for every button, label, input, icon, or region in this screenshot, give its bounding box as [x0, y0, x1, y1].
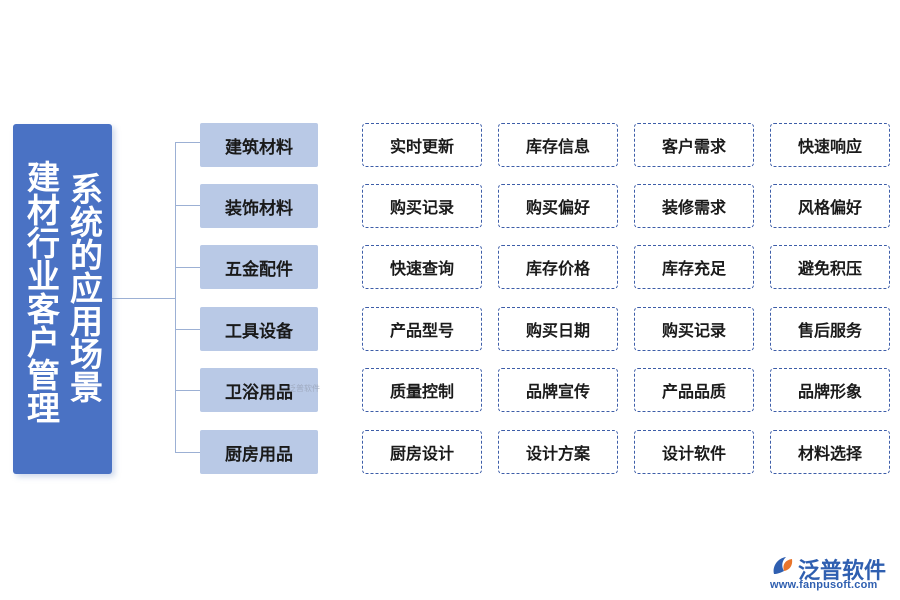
feature-item: 客户需求	[634, 123, 754, 167]
feature-item: 材料选择	[770, 430, 890, 474]
feature-item: 购买日期	[498, 307, 618, 351]
feature-item: 购买偏好	[498, 184, 618, 228]
feature-item: 产品品质	[634, 368, 754, 412]
trunk-connector	[112, 298, 175, 299]
category-hardware-parts: 五金配件	[200, 245, 318, 289]
branch-connector-4	[175, 329, 200, 330]
feature-item: 产品型号	[362, 307, 482, 351]
feature-item: 品牌形象	[770, 368, 890, 412]
feature-item: 质量控制	[362, 368, 482, 412]
fanpu-logo-icon	[773, 557, 793, 574]
category-bathroom-products: 卫浴用品	[200, 368, 318, 412]
title-line-1: 系统的应用场景	[64, 172, 104, 403]
feature-item: 装修需求	[634, 184, 754, 228]
feature-item: 快速查询	[362, 245, 482, 289]
feature-item: 品牌宣传	[498, 368, 618, 412]
branch-connector-3	[175, 267, 200, 268]
category-building-materials: 建筑材料	[200, 123, 318, 167]
category-tools-equipment: 工具设备	[200, 307, 318, 351]
branch-connector-6	[175, 452, 200, 453]
feature-item: 库存充足	[634, 245, 754, 289]
feature-item: 避免积压	[770, 245, 890, 289]
feature-item: 购买记录	[362, 184, 482, 228]
branch-connector-1	[175, 142, 200, 143]
category-kitchen-products: 厨房用品	[200, 430, 318, 474]
feature-item: 设计软件	[634, 430, 754, 474]
title-line-2: 建材行业客户管理	[21, 160, 61, 424]
branch-connector-2	[175, 205, 200, 206]
title-panel: 系统的应用场景 建材行业客户管理	[13, 124, 112, 474]
watermark: 泛普软件	[288, 384, 320, 393]
feature-item: 购买记录	[634, 307, 754, 351]
feature-item: 设计方案	[498, 430, 618, 474]
logo-url: www.fanpusoft.com	[770, 579, 878, 591]
category-decoration-materials: 装饰材料	[200, 184, 318, 228]
feature-item: 库存信息	[498, 123, 618, 167]
feature-item: 厨房设计	[362, 430, 482, 474]
feature-item: 快速响应	[770, 123, 890, 167]
feature-item: 实时更新	[362, 123, 482, 167]
logo-name: 泛普软件	[798, 559, 887, 584]
feature-item: 风格偏好	[770, 184, 890, 228]
feature-item: 售后服务	[770, 307, 890, 351]
vertical-connector	[175, 142, 176, 452]
feature-item: 库存价格	[498, 245, 618, 289]
brand-logo: 泛普软件 www.fanpusoft.com	[766, 552, 894, 594]
branch-connector-5	[175, 390, 200, 391]
